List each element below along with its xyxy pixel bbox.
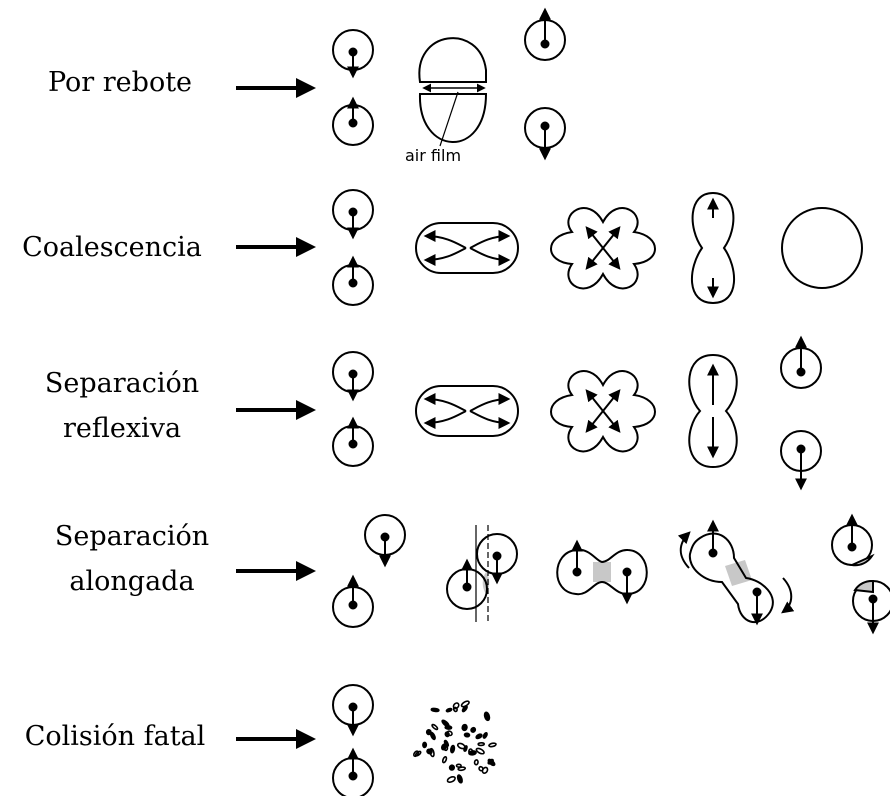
stretching-rotating-stage [681, 522, 792, 623]
stretching-neck-stage [557, 542, 647, 602]
fragment-droplet [478, 743, 484, 746]
fragment-droplet [431, 708, 439, 712]
fragment-droplet [474, 760, 478, 765]
fragment-droplet [430, 732, 436, 740]
reflexive-pill-stage [416, 386, 518, 436]
fragment-droplet [484, 712, 490, 721]
coalescence-initial-droplets [333, 190, 373, 305]
coalescence-final-drop [782, 208, 862, 288]
fragment-droplet [447, 776, 456, 784]
fragment-droplet [431, 724, 438, 731]
fragment-droplet [449, 765, 455, 771]
reflexive-separated-droplets [781, 338, 821, 488]
fragment-droplet [462, 724, 468, 731]
fragment-droplet [475, 733, 482, 739]
fragment-droplet [457, 774, 463, 783]
bounce-initial-droplets [333, 30, 373, 145]
fragment-droplet [464, 733, 469, 737]
fragment-droplet [478, 766, 483, 772]
fragment-droplet [457, 764, 462, 767]
reflexive-peanut-stage [689, 355, 736, 467]
reflexive-initial-droplets [333, 352, 373, 466]
fragment-droplet [442, 756, 447, 763]
fragment-droplet [470, 727, 476, 733]
fragment-droplet [446, 708, 452, 712]
fragment-droplet [423, 742, 426, 747]
fragment-droplet [489, 743, 497, 748]
bounce-air-film-contact [419, 38, 486, 146]
shattering-fragments [413, 700, 496, 783]
reflexive-cross-stage [551, 371, 655, 451]
stretching-separated-droplets [832, 516, 890, 632]
fragment-droplet [450, 745, 455, 753]
bounce-separated-droplets [525, 10, 565, 158]
coalescence-pill-stage [416, 223, 518, 273]
stretching-initial-droplets [333, 515, 405, 627]
fragment-droplet [483, 732, 488, 738]
fragment-droplet [445, 732, 450, 737]
fragment-droplet [487, 758, 495, 766]
shattering-initial-droplets [333, 685, 373, 796]
fragment-droplet [469, 751, 477, 756]
stretching-contact-stage [447, 525, 517, 622]
coalescence-cross-stage [551, 208, 655, 288]
coalescence-peanut-stage [692, 193, 734, 303]
fragment-droplet [476, 747, 485, 754]
fragment-droplet [445, 726, 452, 730]
fragment-droplet [452, 702, 459, 710]
